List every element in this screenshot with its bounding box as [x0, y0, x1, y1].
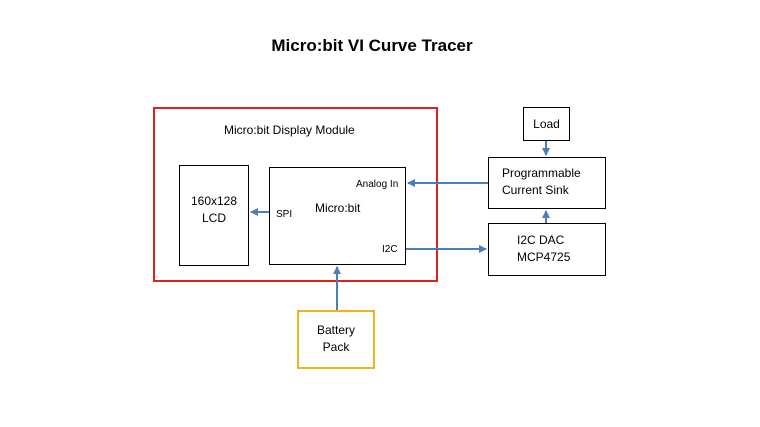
display-module-label: Micro:bit Display Module [224, 123, 355, 137]
spi-port-label: SPI [276, 209, 293, 220]
current-sink-box [488, 157, 606, 209]
battery-pack-label: Battery Pack [316, 323, 355, 354]
current-sink-label: Programmable Current Sink [502, 166, 581, 197]
lcd-box [179, 165, 249, 266]
dac-label: I2C DAC MCP4725 [517, 233, 571, 264]
analog-in-port-label: Analog In [356, 179, 399, 190]
i2c-port-label: I2C [382, 244, 398, 255]
microbit-label: Micro:bit [315, 201, 361, 215]
battery-pack-box [297, 310, 375, 369]
dac-box [488, 223, 606, 276]
microbit-box [269, 167, 406, 265]
lcd-label: 160x128 LCD [190, 194, 238, 225]
load-box [523, 107, 570, 141]
diagram-title: Micro:bit VI Curve Tracer [271, 36, 473, 55]
load-label: Load [533, 117, 560, 131]
display-module-box [153, 107, 438, 282]
